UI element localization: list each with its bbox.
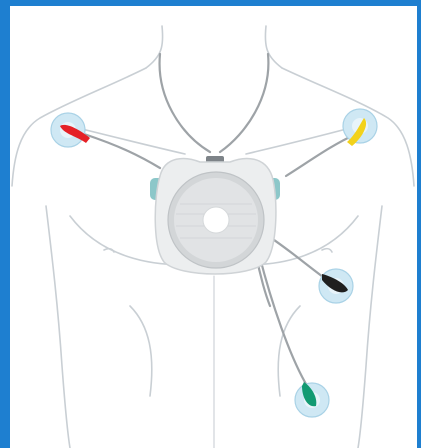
device-button — [203, 207, 229, 233]
black-electrode-icon — [319, 269, 353, 303]
illustration — [10, 6, 417, 448]
green-electrode-icon — [295, 382, 329, 417]
yellow-electrode-icon — [343, 109, 377, 146]
red-electrode-icon — [51, 113, 90, 147]
holter-monitor-device — [155, 159, 276, 274]
